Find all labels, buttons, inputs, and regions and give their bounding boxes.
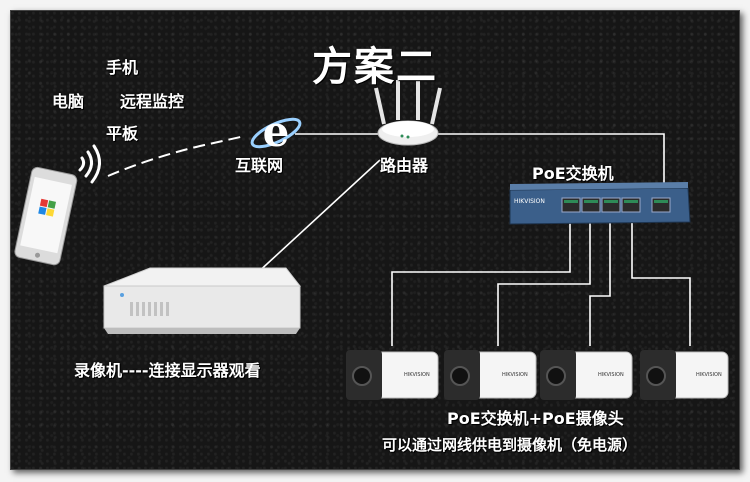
label-internet: 互联网 [235,156,284,175]
link-switch-camera-4 [631,212,691,346]
svg-text:HIKVISION: HIKVISION [696,372,722,378]
link-switch-camera-2 [497,212,591,346]
router-icon [374,80,442,146]
svg-text:HIKVISION: HIKVISION [514,198,545,205]
label-camera-caption: PoE交换机+PoE摄像头 [447,409,624,428]
camera-1: HIKVISION [346,350,439,400]
link-router-switch [437,133,665,196]
wifi-signal-icon [78,144,101,184]
camera-2: HIKVISION [444,350,537,400]
svg-text:HIKVISION: HIKVISION [404,372,430,378]
label-power-note: 可以通过网线供电到摄像机（免电源） [382,436,638,454]
label-router: 路由器 [380,156,429,175]
poe-switch-icon: HIKVISION [509,182,691,225]
label-computer: 电脑 [52,92,85,111]
link-wifi-cloud [107,135,246,177]
bullet-camera-icon: HIKVISION HIKVISION HIKVISION HIKVISION [346,350,729,400]
svg-text:HIKVISION: HIKVISION [598,372,624,378]
label-poe-switch: PoE交换机 [532,164,614,183]
svg-text:e: e [263,107,290,156]
camera-4: HIKVISION [640,350,729,400]
smartphone-icon [14,166,78,266]
link-router-nvr [254,159,381,276]
internet-explorer-icon: e [250,107,302,156]
camera-3: HIKVISION [540,350,633,400]
connection-lines [107,133,691,346]
svg-text:HIKVISION: HIKVISION [502,372,528,378]
label-nvr: 录像机----连接显示器观看 [74,361,261,380]
diagram-title: 方案二 [312,44,438,90]
nvr-recorder-icon [103,267,302,334]
link-switch-camera-1 [391,212,571,346]
label-phone: 手机 [106,58,139,77]
link-switch-camera-3 [589,212,611,346]
label-remote-monitor: 远程监控 [120,92,185,111]
label-tablet: 平板 [106,124,139,143]
